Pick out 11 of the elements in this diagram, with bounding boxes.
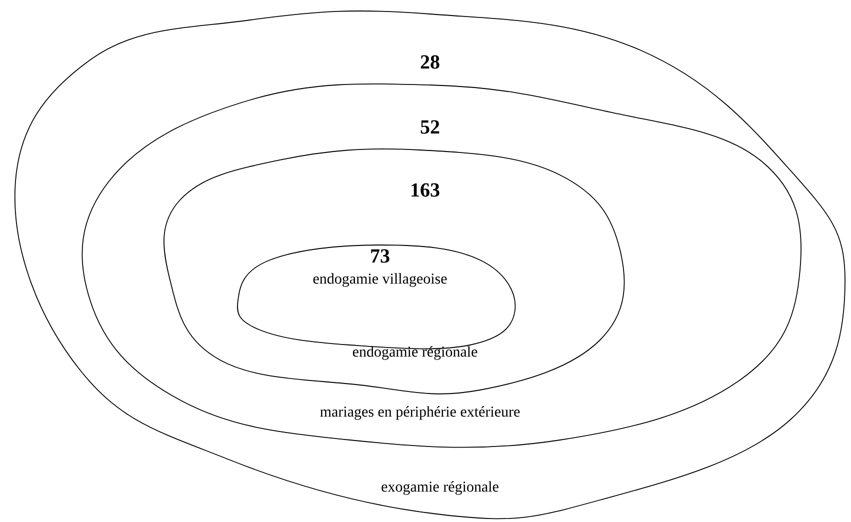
count-label: 28 (420, 55, 440, 69)
ring-outline (82, 83, 802, 448)
count-label: 163 (412, 183, 440, 197)
count-label: 73 (371, 249, 390, 263)
ring-label: endogamie villageoise (313, 273, 447, 287)
ring-label: mariages en périphérie extérieure (320, 406, 520, 420)
ring-outline (164, 148, 625, 394)
count-label: 52 (420, 120, 440, 134)
ring-outline (14, 10, 846, 520)
ring-label: exogamie régionale (382, 481, 498, 495)
ring-label: endogamie régionale (352, 346, 478, 360)
